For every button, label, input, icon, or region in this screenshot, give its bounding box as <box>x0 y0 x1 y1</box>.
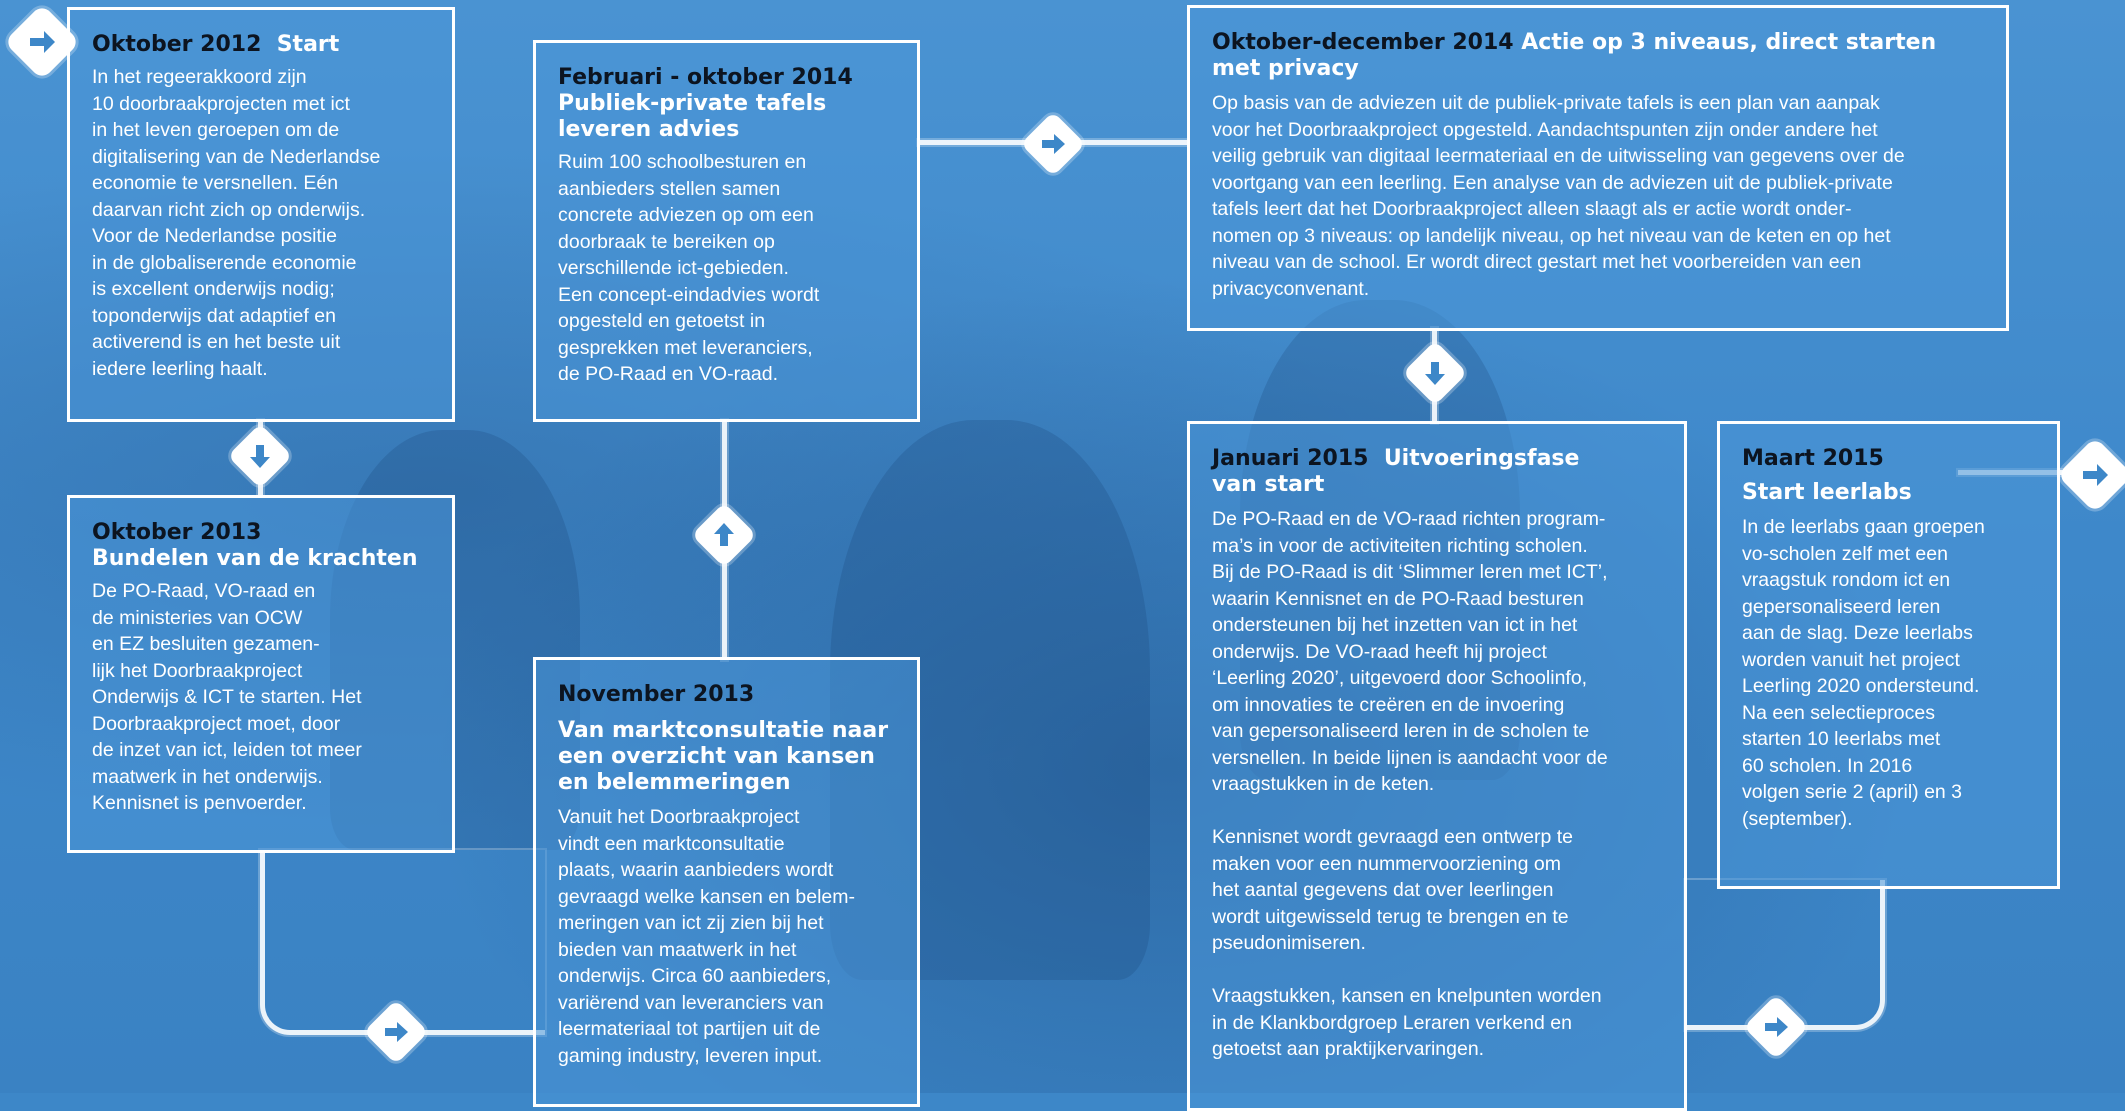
card-heading: Januari 2015 Uitvoeringsfase van start <box>1212 446 1662 498</box>
card-body: Op basis van de adviezen uit de publiek-… <box>1212 92 1905 300</box>
card-date: Oktober 2012 <box>92 32 262 57</box>
card-title: Van marktconsultatie naar een overzicht … <box>558 718 889 795</box>
card-title: Bundelen van de krachten <box>92 546 418 571</box>
card-heading: Oktober-december 2014 Actie op 3 niveaus… <box>1212 30 1984 82</box>
card-body: Ruim 100 schoolbesturen en aanbieders st… <box>558 151 820 385</box>
timeline-card-oktober-december-2014: Oktober-december 2014 Actie op 3 niveaus… <box>1187 5 2009 331</box>
card-body: Vanuit het Doorbraakproject vindt een ma… <box>558 806 856 1067</box>
card-date: November 2013 <box>558 682 755 707</box>
arrow-right-icon <box>3 3 81 81</box>
card-date: Oktober 2013 <box>92 520 262 545</box>
arrow-down-icon <box>1402 340 1468 406</box>
card-date: Oktober-december 2014 <box>1212 30 1514 55</box>
arrow-right-icon <box>2056 436 2125 514</box>
card-heading: Oktober 2012 Start <box>92 32 430 58</box>
arrow-right-icon <box>1020 111 1086 177</box>
card-date: Februari - oktober 2014 <box>558 65 853 90</box>
card-date: Januari 2015 <box>1212 446 1369 471</box>
timeline-card-januari-2015: Januari 2015 Uitvoeringsfase van start D… <box>1187 421 1687 1111</box>
timeline-card-maart-2015: Maart 2015 Start leerlabs In de leerlabs… <box>1717 421 2060 889</box>
card-date: Maart 2015 <box>1742 446 1884 471</box>
arrow-right-icon <box>363 999 429 1065</box>
arrow-down-icon <box>227 423 293 489</box>
card-heading: Maart 2015 <box>1742 446 2035 472</box>
card-body: De PO-Raad en de VO-raad richten program… <box>1212 508 1608 1060</box>
card-title: Start <box>276 32 340 57</box>
card-title: Start leerlabs <box>1742 480 1912 505</box>
card-title: Publiek-private tafels leveren advies <box>558 91 827 142</box>
card-heading: November 2013 <box>558 682 895 708</box>
card-title: Actie op 3 niveaus, direct starten met p… <box>1212 30 1937 81</box>
timeline-card-oktober-2012: Oktober 2012 Start In het regeerakkoord … <box>67 7 455 422</box>
arrow-right-icon <box>1743 994 1809 1060</box>
card-body: In het regeerakkoord zijn 10 doorbraakpr… <box>92 66 381 380</box>
timeline-card-november-2013: November 2013 Van marktconsultatie naar … <box>533 657 920 1107</box>
arrow-up-icon <box>691 502 757 568</box>
card-body: In de leerlabs gaan groepen vo-scholen z… <box>1742 516 1985 830</box>
card-title: Uitvoeringsfase van start <box>1212 446 1580 497</box>
card-body: De PO-Raad, VO-raad en de ministeries va… <box>92 580 362 814</box>
